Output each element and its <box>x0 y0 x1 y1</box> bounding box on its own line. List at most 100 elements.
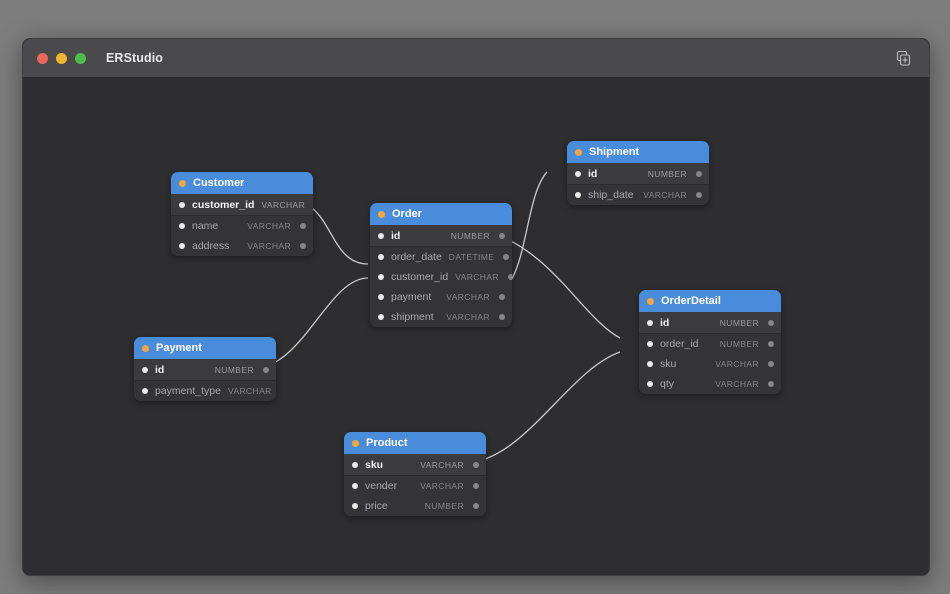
entity-status-dot-icon <box>647 297 654 305</box>
attribute-row[interactable]: customer_id VARCHAR <box>171 194 313 216</box>
attribute-connector-anchor[interactable] <box>473 503 479 509</box>
attribute-connector-anchor[interactable] <box>696 192 702 198</box>
attribute-name: id <box>588 167 598 180</box>
attribute-row[interactable]: id NUMBER <box>134 359 276 381</box>
attribute-name: price <box>365 500 388 512</box>
attribute-name: order_date <box>391 251 442 263</box>
attribute-bullet-icon <box>179 223 185 229</box>
attribute-type: VARCHAR <box>455 272 499 282</box>
attribute-bullet-icon <box>647 319 653 326</box>
attribute-connector-anchor[interactable] <box>768 319 774 326</box>
attribute-name: sku <box>660 358 677 370</box>
attribute-connector-anchor[interactable] <box>768 341 774 347</box>
attribute-name: vender <box>365 480 398 492</box>
attribute-connector-anchor[interactable] <box>768 361 774 367</box>
attribute-type: VARCHAR <box>446 312 490 322</box>
entity-header[interactable]: Payment <box>134 337 276 359</box>
attribute-name: id <box>155 363 165 376</box>
attribute-connector-anchor[interactable] <box>300 243 306 249</box>
entity-header[interactable]: Product <box>344 432 486 454</box>
attribute-row[interactable]: name VARCHAR <box>171 216 313 236</box>
attribute-name: ship_date <box>588 189 634 201</box>
attribute-bullet-icon <box>378 274 384 280</box>
attribute-type: VARCHAR <box>715 359 759 369</box>
attribute-type: NUMBER <box>719 339 759 349</box>
attribute-name: id <box>391 229 401 242</box>
relationship-edge[interactable] <box>463 351 621 464</box>
entity-header[interactable]: OrderDetail <box>639 290 781 312</box>
maximize-window-button[interactable] <box>75 52 86 64</box>
attribute-row[interactable]: vender VARCHAR <box>344 476 486 496</box>
attribute-connector-anchor[interactable] <box>499 232 505 239</box>
attribute-bullet-icon <box>142 366 148 373</box>
attribute-connector-anchor[interactable] <box>473 461 479 468</box>
attribute-connector-anchor[interactable] <box>263 366 269 373</box>
attribute-connector-anchor[interactable] <box>300 223 306 229</box>
attribute-type: VARCHAR <box>227 386 272 396</box>
entity-status-dot-icon <box>352 439 359 447</box>
attribute-type: NUMBER <box>214 364 254 375</box>
entity-payment[interactable]: Payment id NUMBER payment_type VARCHAR <box>134 337 276 401</box>
window-title: ERStudio <box>106 51 164 65</box>
attribute-connector-anchor[interactable] <box>503 254 510 260</box>
attribute-type: VARCHAR <box>420 459 464 470</box>
attribute-name: id <box>660 316 670 329</box>
attribute-type: VARCHAR <box>247 221 291 231</box>
entity-header[interactable]: Shipment <box>567 141 709 163</box>
minimize-window-button[interactable] <box>56 52 67 64</box>
attribute-name: payment_type <box>155 385 221 397</box>
attribute-bullet-icon <box>575 170 581 177</box>
attribute-bullet-icon <box>352 483 358 489</box>
attribute-bullet-icon <box>352 461 358 468</box>
close-window-button[interactable] <box>37 52 48 64</box>
attribute-connector-anchor[interactable] <box>696 170 702 177</box>
add-table-button[interactable] <box>891 46 915 70</box>
titlebar-toolbar <box>891 39 915 77</box>
entity-status-dot-icon <box>378 210 385 218</box>
entity-header[interactable]: Order <box>370 203 512 225</box>
attribute-connector-anchor[interactable] <box>499 314 505 320</box>
attribute-bullet-icon <box>179 243 185 249</box>
entity-title: OrderDetail <box>661 295 721 307</box>
attribute-name: customer_id <box>192 198 255 211</box>
attribute-type: VARCHAR <box>247 241 291 251</box>
attribute-bullet-icon <box>378 232 384 239</box>
attribute-bullet-icon <box>575 192 581 198</box>
attribute-row[interactable]: sku VARCHAR <box>639 354 781 374</box>
attribute-type: VARCHAR <box>420 481 464 491</box>
attribute-name: address <box>192 240 230 252</box>
attribute-name: qty <box>660 378 675 390</box>
attribute-type: VARCHAR <box>261 199 306 210</box>
attribute-row[interactable]: address VARCHAR <box>171 236 313 256</box>
attribute-connector-anchor[interactable] <box>507 274 512 280</box>
entity-title: Order <box>392 208 422 220</box>
add-table-icon <box>896 50 910 66</box>
entity-header[interactable]: Customer <box>171 172 313 194</box>
attribute-connector-anchor[interactable] <box>473 483 479 489</box>
attribute-connector-anchor[interactable] <box>768 381 774 387</box>
attribute-bullet-icon <box>378 314 384 320</box>
entity-status-dot-icon <box>142 344 149 352</box>
attribute-row[interactable]: payment_type VARCHAR <box>134 381 276 401</box>
attribute-name: name <box>192 220 219 232</box>
attribute-connector-anchor[interactable] <box>499 294 505 300</box>
attribute-type: VARCHAR <box>446 292 490 302</box>
